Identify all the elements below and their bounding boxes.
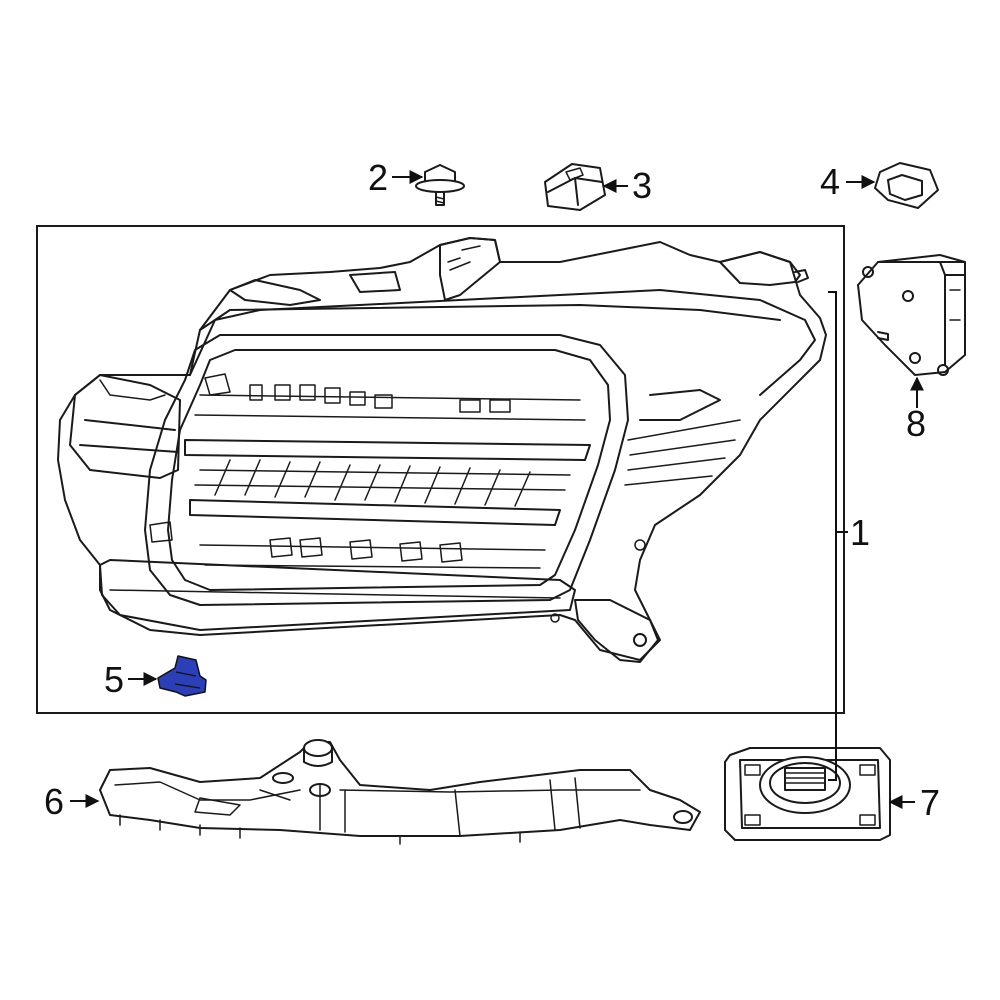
clip-part[interactable] — [544, 163, 606, 211]
grommet-part[interactable] — [874, 162, 939, 209]
callout-5: 5 — [104, 659, 124, 700]
leader-lines — [70, 170, 924, 809]
assembly-frame — [36, 225, 845, 714]
callout-2: 2 — [368, 157, 388, 198]
callout-4: 4 — [820, 161, 840, 202]
headlamp-assembly[interactable] — [57, 237, 827, 663]
lower-bracket-part[interactable] — [99, 739, 701, 845]
bolt-part[interactable] — [415, 164, 465, 206]
callout-7: 7 — [920, 782, 940, 823]
callout-3: 3 — [632, 165, 652, 206]
callout-1: 1 — [850, 512, 870, 553]
highlighted-bracket-part[interactable] — [157, 655, 207, 697]
callout-8: 8 — [906, 403, 926, 444]
control-module-part[interactable] — [724, 747, 891, 841]
side-module-part[interactable] — [857, 254, 966, 376]
callout-6: 6 — [44, 781, 64, 822]
